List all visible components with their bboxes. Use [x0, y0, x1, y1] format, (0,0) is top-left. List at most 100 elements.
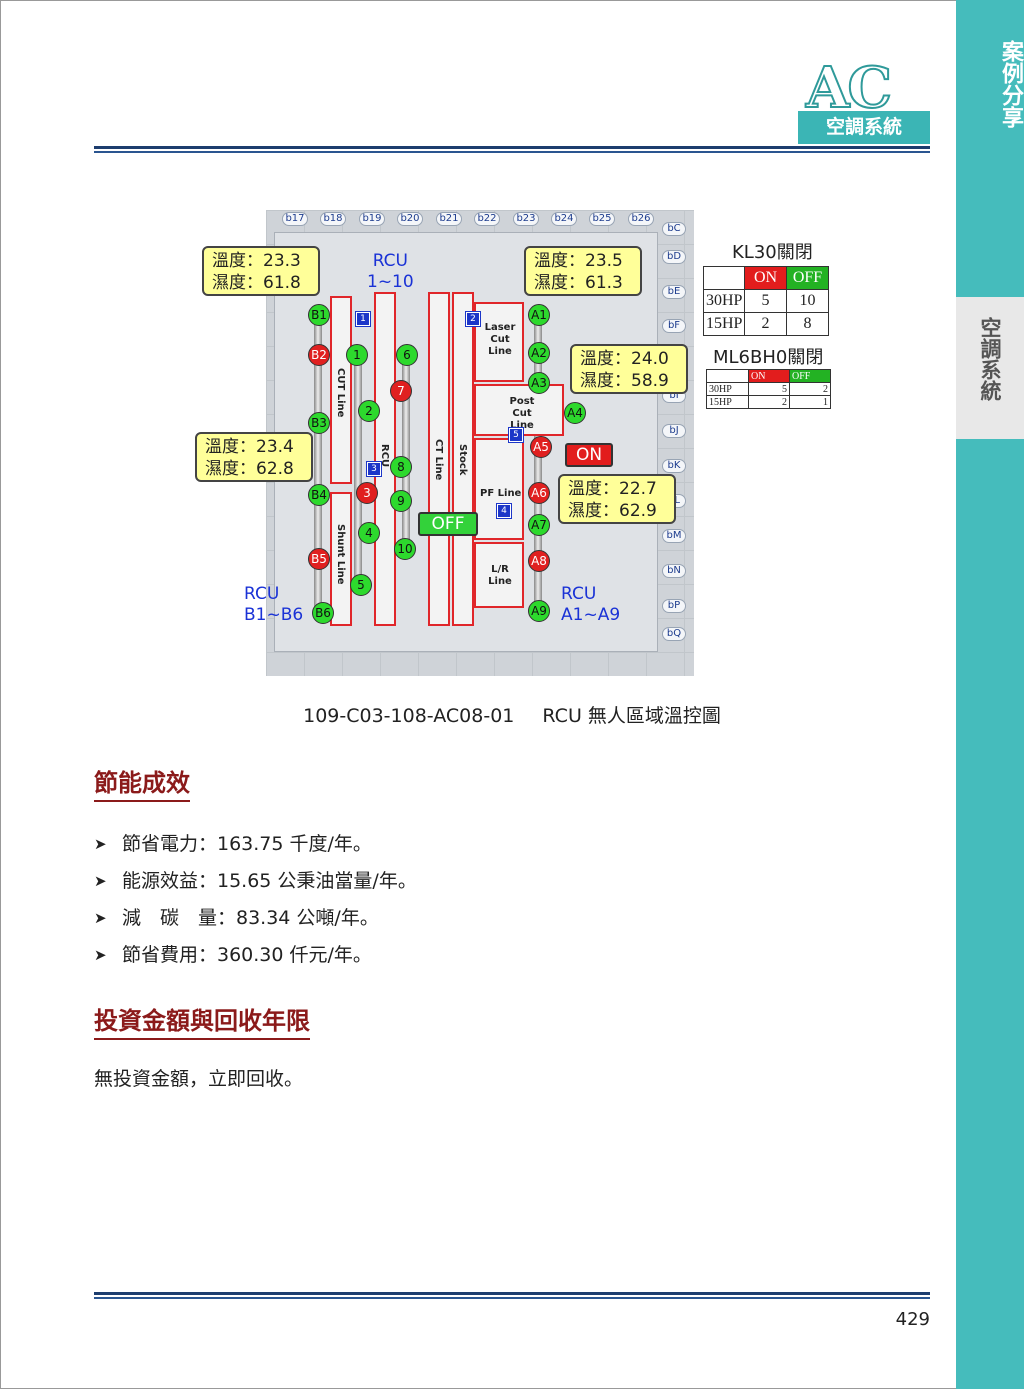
arrow-bullet-icon: ➤ — [94, 909, 107, 927]
col-label: b25 — [589, 212, 615, 226]
node-a3: A3 — [528, 372, 550, 394]
list-item: ➤減 碳 量：83.34 公噸/年。 — [94, 900, 417, 937]
node-b3: B3 — [308, 412, 330, 434]
node-a1: A1 — [528, 304, 550, 326]
ml6bh0-title: ML6BH0關閉 — [713, 347, 824, 368]
section-heading: 節能成效 — [94, 768, 190, 802]
node-4: 4 — [358, 522, 380, 544]
row-label: bF — [662, 319, 686, 333]
node-10: 10 — [394, 538, 416, 560]
status-on-tag: ON — [565, 443, 613, 467]
ct-line-box: CT Line — [428, 292, 450, 626]
lr-line-box: L/R Line — [474, 542, 524, 608]
node-a8: A8 — [528, 550, 550, 572]
side-vertical-title: 案例分享 — [998, 40, 1023, 128]
ml6bh0-table: ON OFF 30HP 5 2 15HP 2 1 — [706, 369, 831, 409]
col-label: b26 — [628, 212, 654, 226]
side-band: 案例分享 空調系統 — [956, 0, 1024, 1389]
rcu-square: 5 — [508, 427, 524, 443]
side-tab[interactable]: 空調系統 — [956, 297, 1024, 439]
side-tab-label: 空調系統 — [978, 317, 1002, 401]
row-label: bJ — [662, 424, 686, 438]
node-6: 6 — [396, 344, 418, 366]
page-number: 429 — [895, 1309, 930, 1330]
col-label: b19 — [359, 212, 385, 226]
col-label: b18 — [320, 212, 346, 226]
rcu-square: 3 — [366, 461, 382, 477]
node-7: 7 — [390, 380, 412, 402]
col-label: b23 — [513, 212, 539, 226]
shunt-line-box: Shunt Line — [330, 492, 352, 626]
node-a5: A5 — [530, 436, 552, 458]
row-label: bE — [662, 285, 686, 299]
node-a2: A2 — [528, 342, 550, 364]
section-heading: 投資金額與回收年限 — [94, 1006, 310, 1040]
col-label: b17 — [282, 212, 308, 226]
row-label: bM — [662, 529, 686, 543]
node-3: 3 — [356, 482, 378, 504]
rcu-square: 1 — [355, 311, 371, 327]
col-label: b20 — [397, 212, 423, 226]
pipe — [534, 310, 542, 610]
savings-list: ➤節省電力：163.75 千度/年。 ➤能源效益：15.65 公秉油當量/年。 … — [94, 826, 417, 974]
node-b5: B5 — [308, 548, 330, 570]
rcu-square: 2 — [465, 311, 481, 327]
node-b2: B2 — [308, 344, 330, 366]
node-b1: B1 — [308, 304, 330, 326]
node-a9: A9 — [528, 600, 550, 622]
node-8: 8 — [390, 456, 412, 478]
pipe — [354, 350, 362, 590]
header-rule — [94, 146, 930, 153]
arrow-bullet-icon: ➤ — [94, 946, 107, 964]
arrow-bullet-icon: ➤ — [94, 872, 107, 890]
arrow-bullet-icon: ➤ — [94, 835, 107, 853]
stock-box: Stock — [452, 292, 474, 626]
caption-title: RCU 無人區域溫控圖 — [542, 705, 721, 727]
footer-rule — [94, 1292, 930, 1299]
row-label: bC — [662, 222, 686, 236]
row-label: bN — [662, 564, 686, 578]
pipe — [402, 350, 410, 550]
node-b4: B4 — [308, 484, 330, 506]
col-label: b21 — [436, 212, 462, 226]
figure-caption: 109-C03-108-AC08-01 RCU 無人區域溫控圖 — [0, 701, 1024, 728]
ac-logo: AC — [805, 55, 893, 121]
node-a6: A6 — [528, 482, 550, 504]
col-label: b24 — [551, 212, 577, 226]
row-label: bQ — [662, 627, 686, 641]
kl30-table: ON OFF 30HP 5 10 15HP 2 8 — [703, 266, 829, 336]
row-label: bD — [662, 250, 686, 264]
row-label: bP — [662, 599, 686, 613]
row-label: bK — [662, 459, 686, 473]
kl30-title: KL30關閉 — [732, 242, 813, 263]
node-a4: A4 — [564, 402, 586, 424]
list-item: ➤節省電力：163.75 千度/年。 — [94, 826, 417, 863]
pf-line-box: PF Line — [474, 438, 524, 540]
cut-line-box: CUT Line — [330, 296, 352, 484]
list-item: ➤能源效益：15.65 公秉油當量/年。 — [94, 863, 417, 900]
pipe — [314, 310, 322, 610]
node-5: 5 — [350, 574, 372, 596]
header-badge: 空調系統 — [798, 111, 930, 144]
laser-cut-line-box: Laser Cut Line — [474, 302, 524, 382]
node-1: 1 — [346, 344, 368, 366]
list-item: ➤節省費用：360.30 仟元/年。 — [94, 937, 417, 974]
status-off-tag: OFF — [418, 512, 478, 536]
node-b6: B6 — [312, 602, 334, 624]
node-2: 2 — [358, 400, 380, 422]
caption-code: 109-C03-108-AC08-01 — [303, 705, 515, 727]
node-a7: A7 — [528, 514, 550, 536]
investment-text: 無投資金額，立即回收。 — [94, 1068, 304, 1090]
col-label: b22 — [474, 212, 500, 226]
node-9: 9 — [390, 490, 412, 512]
rcu-square: 4 — [496, 503, 512, 519]
